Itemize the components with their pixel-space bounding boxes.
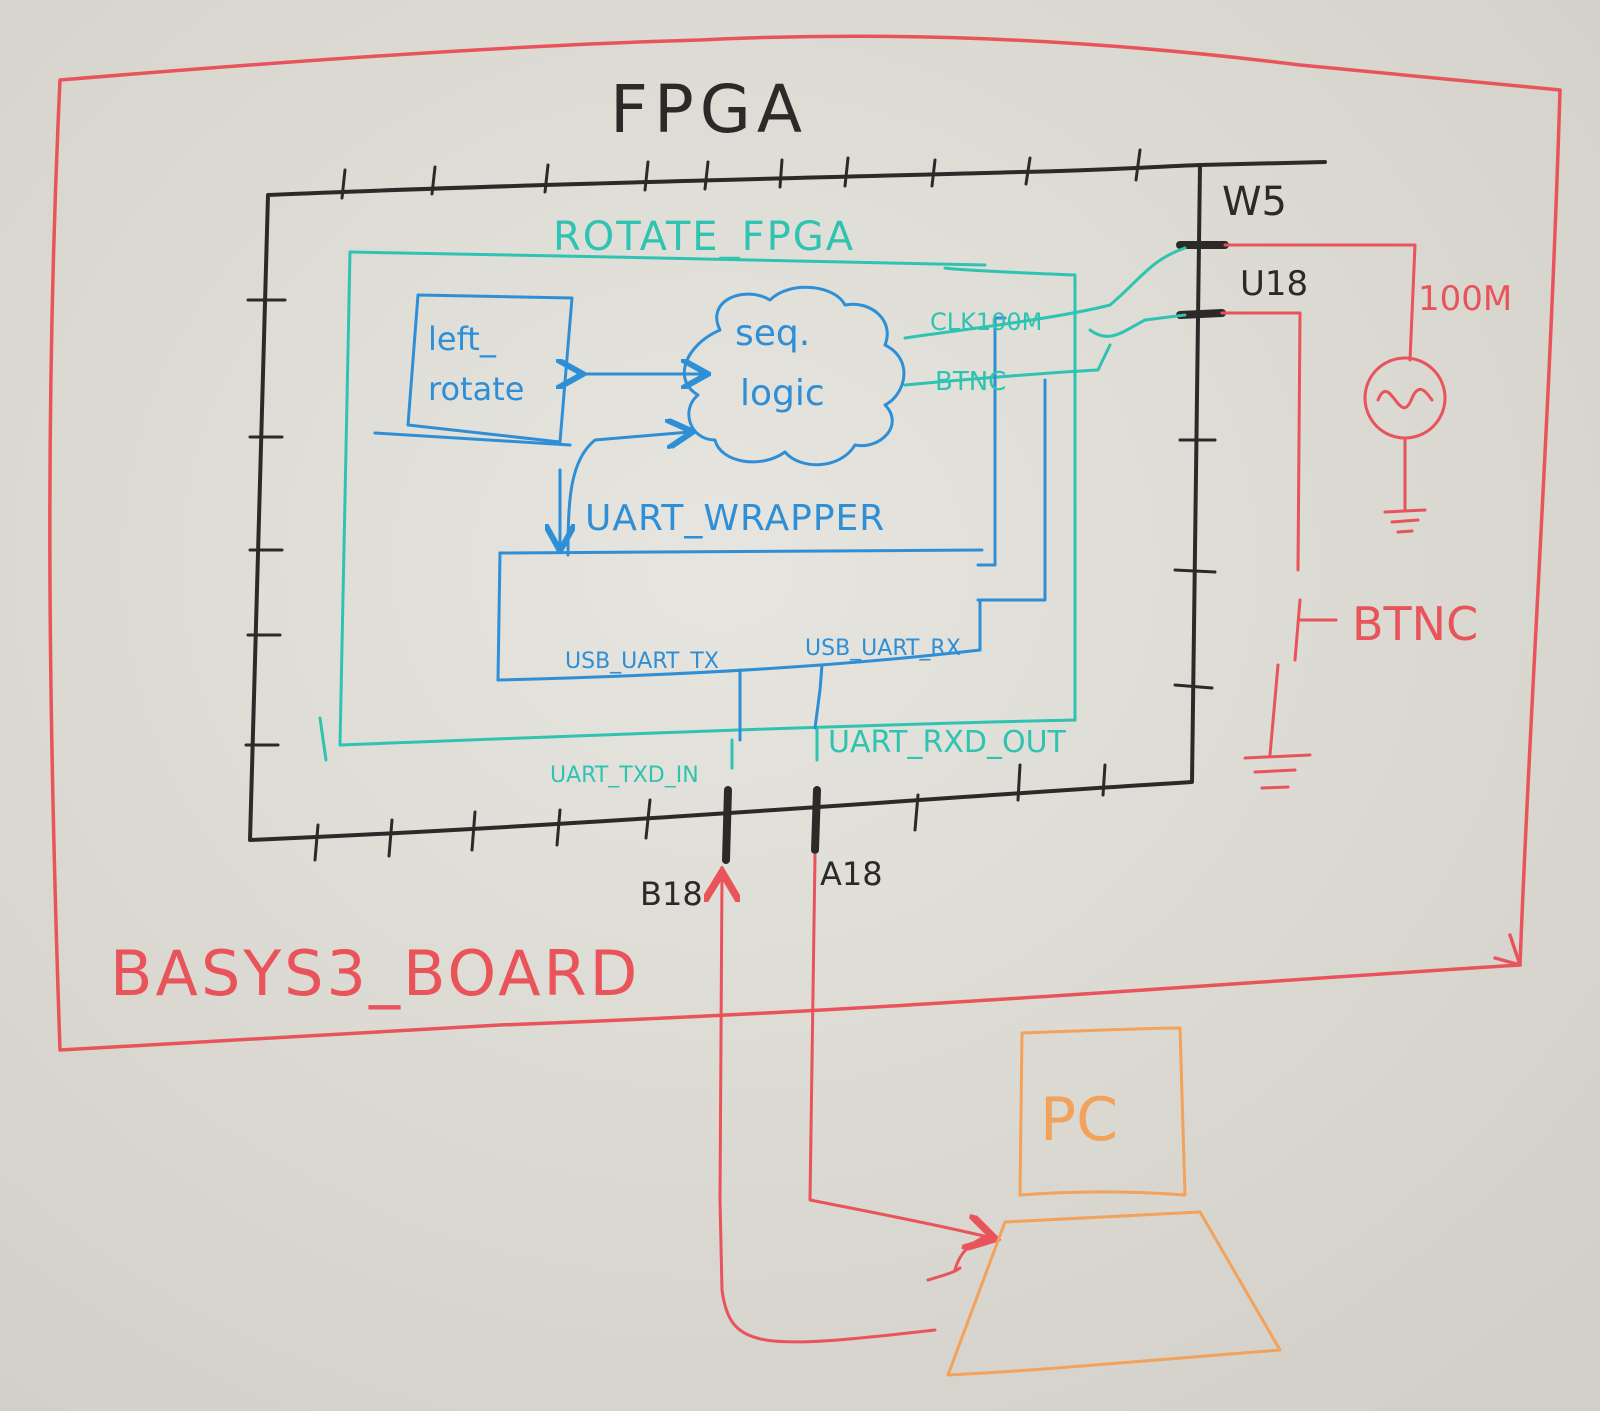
- rotate-fpga-module: [318, 246, 1187, 770]
- fpga-pin-ticks: [244, 148, 1217, 862]
- seq-logic-label-line2: logic: [740, 373, 825, 414]
- pc-label: PC: [1040, 1085, 1118, 1155]
- fpga-chip: [248, 160, 1327, 842]
- pin-b18-label: B18: [640, 875, 703, 913]
- board-name-label: BASYS3_BOARD: [110, 937, 640, 1010]
- external-circuits: [720, 243, 1447, 1344]
- clock-source-label: 100M: [1418, 279, 1512, 319]
- button-label: BTNC: [1352, 597, 1478, 651]
- basys3-board-outline: [48, 34, 1562, 1052]
- left-rotate-label-line1: left_: [428, 320, 497, 358]
- btnc-port-label: BTNC: [935, 367, 1006, 397]
- pin-w5-label: W5: [1222, 179, 1287, 225]
- pin-a18-label: A18: [820, 855, 883, 893]
- uart-wrapper-label: UART_WRAPPER: [585, 498, 885, 539]
- uart-wrapper-block: [373, 285, 1047, 742]
- rotate-fpga-label: ROTATE_FPGA: [553, 214, 855, 260]
- uart-txd-in-label: UART_TXD_IN: [550, 763, 699, 788]
- usb-uart-rx-label: USB_UART_RX: [805, 636, 961, 661]
- fpga-io-pins: [722, 241, 1229, 864]
- pc-computer: [946, 1026, 1282, 1377]
- clk-port-label: CLK100M: [930, 308, 1042, 336]
- left-rotate-label-line2: rotate: [428, 370, 524, 408]
- uart-rxd-out-label: UART_RXD_OUT: [828, 725, 1067, 760]
- fpga-title: FPGA: [610, 71, 808, 148]
- pin-u18-label: U18: [1240, 264, 1308, 304]
- seq-logic-label-line1: seq.: [735, 313, 810, 354]
- usb-uart-tx-label: USB_UART_TX: [565, 649, 719, 674]
